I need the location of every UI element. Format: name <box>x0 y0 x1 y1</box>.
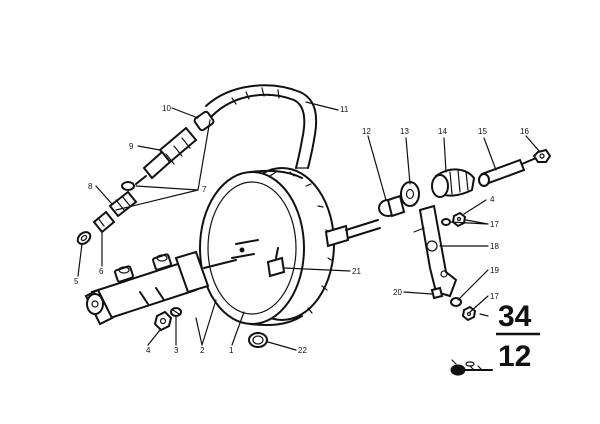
callout-12: 12 <box>362 127 371 136</box>
callout-4-left: 4 <box>146 346 151 355</box>
callout-20: 20 <box>393 288 402 297</box>
cylinder-hardware <box>153 307 182 332</box>
master-cylinder <box>84 250 237 326</box>
callout-17-lower: 17 <box>490 292 499 301</box>
section-number-bottom: 12 <box>498 340 531 373</box>
vacuum-hose <box>205 84 318 169</box>
pushrod-parts <box>378 148 552 218</box>
callout-5: 5 <box>74 277 79 286</box>
callout-4-right: 4 <box>490 195 495 204</box>
callout-9: 9 <box>129 142 134 151</box>
leader-lines <box>77 101 541 351</box>
callout-6: 6 <box>99 267 104 276</box>
callout-21: 21 <box>352 267 361 276</box>
callout-17-upper: 17 <box>490 220 499 229</box>
callout-16: 16 <box>520 127 529 136</box>
callout-18: 18 <box>490 242 499 251</box>
callout-22: 22 <box>298 346 307 355</box>
callout-3: 3 <box>174 346 179 355</box>
callout-11: 11 <box>340 105 349 114</box>
callout-1: 1 <box>229 346 234 355</box>
callout-labels: 1 2 3 4 5 6 7 8 9 10 11 12 13 14 15 16 4… <box>74 104 529 355</box>
callout-19: 19 <box>490 266 499 275</box>
callout-15: 15 <box>478 127 487 136</box>
section-number: 34 12 <box>496 300 540 373</box>
check-valve-assembly <box>76 110 215 245</box>
callout-10: 10 <box>162 104 171 113</box>
section-number-top: 34 <box>498 300 532 333</box>
callout-2: 2 <box>200 346 205 355</box>
callout-7: 7 <box>202 185 207 194</box>
key-symbol-icon <box>450 359 493 376</box>
mounting-bracket <box>413 204 477 322</box>
brake-booster <box>199 167 381 348</box>
callout-8: 8 <box>88 182 93 191</box>
callout-13: 13 <box>400 127 409 136</box>
callout-14: 14 <box>438 127 447 136</box>
